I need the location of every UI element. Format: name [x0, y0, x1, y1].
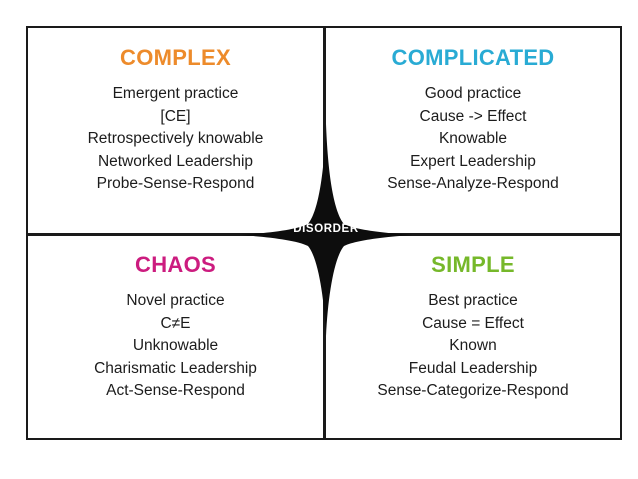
- quadrant-complex-heading: COMPLEX: [120, 45, 231, 70]
- quadrant-complicated-line-4: Expert Leadership: [410, 152, 536, 170]
- quadrant-complicated-heading: COMPLICATED: [391, 45, 555, 70]
- quadrant-chaos-line-1: Novel practice: [126, 292, 225, 310]
- quadrant-chaos-line-2: C≠E: [160, 314, 191, 332]
- quadrant-complex-line-2: [CE]: [160, 107, 191, 125]
- quadrant-complex-line-3: Retrospectively knowable: [87, 130, 264, 148]
- quadrant-simple-lines: Best practice Cause = Effect Known Feuda…: [377, 290, 568, 403]
- quadrant-complicated[interactable]: COMPLICATED Good practice Cause -> Effec…: [326, 28, 620, 233]
- quadrant-simple-heading: SIMPLE: [431, 252, 515, 277]
- quadrant-complex-line-1: Emergent practice: [112, 85, 239, 103]
- quadrant-complex-line-4: Networked Leadership: [97, 152, 254, 170]
- quadrant-simple-line-5: Sense-Categorize-Respond: [377, 382, 569, 400]
- quadrant-simple-line-2: Cause = Effect: [422, 314, 524, 332]
- quadrant-chaos-line-5: Act-Sense-Respond: [106, 382, 245, 400]
- quadrant-complex[interactable]: COMPLEX Emergent practice [CE] Retrospec…: [28, 28, 323, 233]
- quadrant-complicated-lines: Good practice Cause -> Effect Knowable E…: [387, 83, 558, 196]
- quadrant-simple-line-4: Feudal Leadership: [408, 359, 538, 377]
- quadrant-complicated-line-5: Sense-Analyze-Respond: [387, 175, 559, 193]
- quadrant-simple-line-3: Known: [449, 337, 497, 355]
- quadrant-complicated-line-3: Knowable: [438, 130, 508, 148]
- quadrant-chaos-heading: CHAOS: [135, 252, 216, 277]
- quadrant-complex-line-5: Probe-Sense-Respond: [96, 175, 255, 193]
- quadrant-simple-line-1: Best practice: [428, 292, 518, 310]
- quadrant-chaos[interactable]: CHAOS Novel practice C≠E Unknowable Char…: [28, 236, 323, 438]
- quadrant-complicated-line-1: Good practice: [424, 85, 522, 103]
- quadrant-complex-lines: Emergent practice [CE] Retrospectively k…: [88, 83, 264, 196]
- quadrant-complicated-line-2: Cause -> Effect: [419, 107, 527, 125]
- quadrant-simple[interactable]: SIMPLE Best practice Cause = Effect Know…: [326, 236, 620, 438]
- quadrant-chaos-lines: Novel practice C≠E Unknowable Charismati…: [94, 290, 257, 403]
- quadrant-chaos-line-3: Unknowable: [132, 337, 219, 355]
- quadrant-chaos-line-4: Charismatic Leadership: [94, 359, 257, 377]
